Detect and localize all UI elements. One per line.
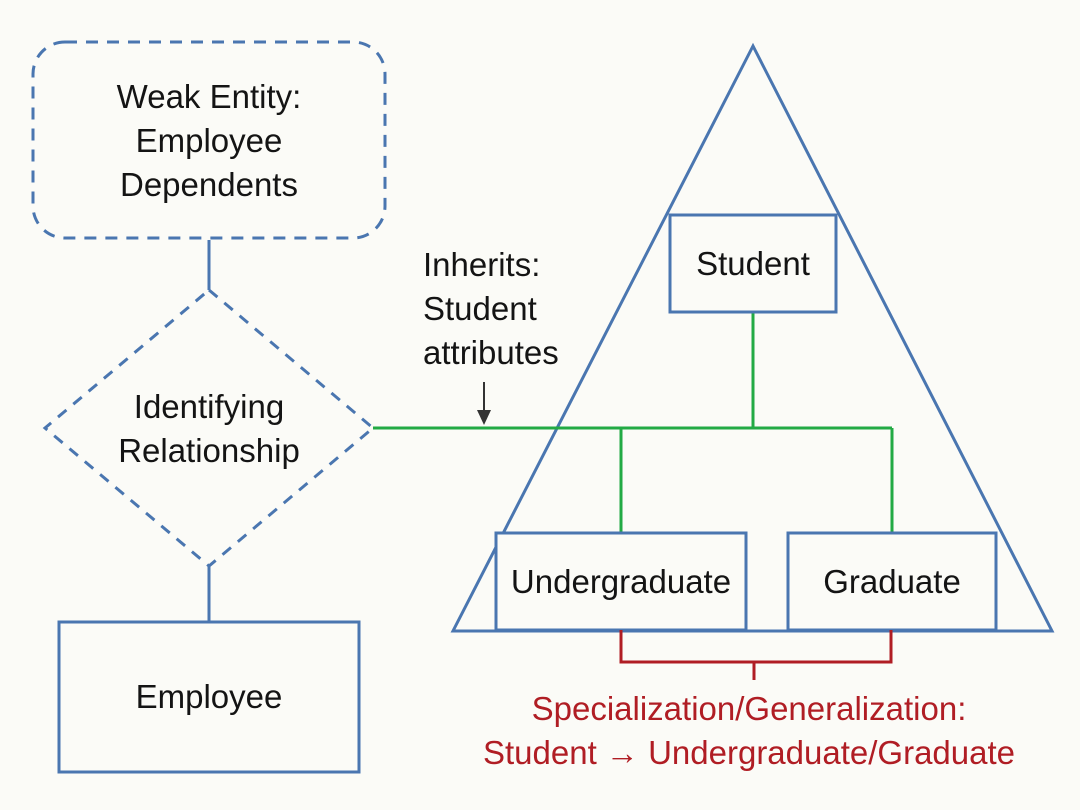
- weak-entity-label-line3: Dependents: [120, 166, 298, 203]
- undergraduate-label: Undergraduate: [511, 563, 731, 600]
- identifying-relationship[interactable]: Identifying Relationship: [42, 288, 376, 568]
- graduate-box: [786, 531, 998, 632]
- generalization-triangle: [450, 42, 1055, 633]
- employee-label: Employee: [136, 678, 283, 715]
- specialization-note-line2: Student → Undergraduate/Graduate: [483, 734, 1015, 771]
- specialization-note: Specialization/Generalization: Student →…: [483, 690, 1015, 771]
- entity-undergraduate[interactable]: Undergraduate: [494, 531, 748, 632]
- entity-student[interactable]: Student: [668, 213, 838, 314]
- specialization-bracket: [619, 630, 893, 680]
- relationship-label-line1: Identifying: [134, 388, 284, 425]
- entity-graduate[interactable]: Graduate: [786, 531, 998, 632]
- inherits-note-line1: Inherits:: [423, 246, 540, 283]
- relationship-diamond: [42, 288, 376, 568]
- weak-entity-box: [31, 40, 387, 240]
- specialization-note-line1: Specialization/Generalization:: [532, 690, 967, 727]
- weak-entity-label-line2: Employee: [136, 122, 283, 159]
- inherits-note-line2: Student: [423, 290, 537, 327]
- inheritance-lines: [373, 312, 894, 533]
- student-box: [668, 213, 838, 314]
- inherits-note: Inherits: Student attributes: [423, 246, 559, 371]
- employee-box: [57, 620, 361, 774]
- relationship-label-line2: Relationship: [118, 432, 300, 469]
- student-label: Student: [696, 245, 810, 282]
- entity-employee[interactable]: Employee: [57, 620, 361, 774]
- down-arrow-icon: [477, 382, 491, 425]
- weak-entity-employee-dependents[interactable]: Weak Entity: Employee Dependents: [31, 40, 387, 240]
- weak-entity-label-line1: Weak Entity:: [117, 78, 302, 115]
- inherits-note-line3: attributes: [423, 334, 559, 371]
- graduate-label: Graduate: [823, 563, 961, 600]
